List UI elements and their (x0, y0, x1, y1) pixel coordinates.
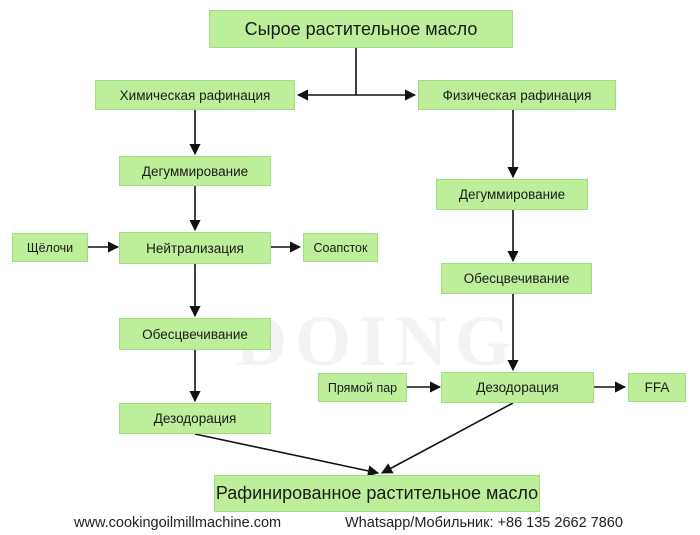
node-chem-degumming: Дегуммирование (119, 156, 271, 186)
node-ffa: FFA (628, 373, 686, 402)
footer-contact: Whatsapp/Мобильник: +86 135 2662 7860 (345, 515, 623, 531)
node-chem-bleaching: Обесцвечивание (119, 318, 271, 350)
node-neutralization: Нейтрализация (119, 232, 271, 264)
node-live-steam: Прямой пар (318, 373, 407, 402)
node-soapstock: Соапсток (303, 233, 378, 262)
node-chem-deodorization: Дезодорация (119, 403, 271, 434)
watermark-logo: DOING (235, 301, 520, 381)
node-raw-oil: Сырое растительное масло (209, 10, 513, 48)
node-alkali: Щёлочи (12, 233, 88, 262)
node-chemical-refining: Химическая рафинация (95, 80, 295, 110)
node-phys-degumming: Дегуммирование (436, 179, 588, 210)
node-phys-deodorization: Дезодорация (441, 372, 594, 403)
arrow-phys-deodorization-to-refined (381, 402, 514, 474)
node-refined-oil: Рафинированное растительное масло (214, 475, 540, 512)
footer-website[interactable]: www.cookingoilmillmachine.com (74, 515, 282, 531)
node-phys-bleaching: Обесцвечивание (441, 263, 592, 294)
node-physical-refining: Физическая рафинация (418, 80, 616, 110)
arrow-chem-deodorization-to-refined (194, 433, 380, 477)
